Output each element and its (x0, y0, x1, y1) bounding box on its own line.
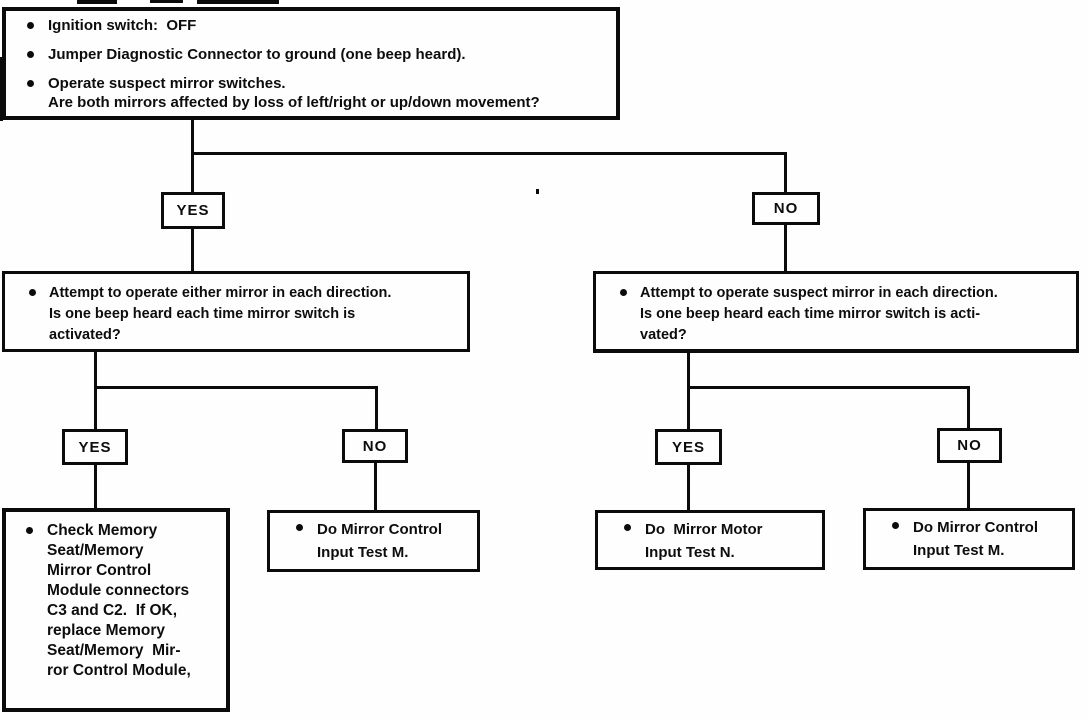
bullet-icon (620, 289, 627, 296)
branch2-left-no-box: NO (342, 429, 408, 463)
scan-artifact (536, 189, 539, 194)
action-line: Input Test M. (317, 544, 409, 561)
branch1-yes-box: YES (161, 192, 225, 229)
action-line: Seat/Memory (47, 542, 144, 559)
branch2-left-yes-box: YES (62, 429, 128, 465)
branch1-no-box: NO (752, 192, 820, 225)
bullet-icon (27, 80, 34, 87)
connector-qleft-down (94, 351, 97, 429)
action-line: Input Test N. (645, 544, 735, 561)
bullet-icon (27, 22, 34, 29)
question-line: Attempt to operate either mirror in each… (49, 285, 392, 301)
bullet-icon (29, 289, 36, 296)
question-line: Is one beep heard each time mirror switc… (49, 306, 356, 322)
action-line: Module connectors (47, 582, 190, 599)
connector-yes2-right-to-action (687, 464, 690, 512)
action-line: Input Test M. (913, 542, 1005, 559)
action-line: Do Mirror Motor (645, 521, 763, 538)
connector-yes1-to-question (191, 228, 194, 272)
action-line: ror Control Module, (47, 662, 191, 679)
action-line: C3 and C2. If OK, (47, 602, 178, 619)
action-line: Seat/Memory Mir- (47, 642, 181, 659)
start-line: Ignition switch: OFF (48, 17, 197, 34)
question-line: Attempt to operate suspect mirror in eac… (640, 285, 998, 301)
action-line: Do Mirror Control (913, 519, 1038, 536)
action-line: Do Mirror Control (317, 521, 442, 538)
action-mirror-motor-test-n-box: Do Mirror Motor Input Test N. (595, 510, 825, 570)
connector-no2-right-to-action (967, 462, 970, 510)
connector-yes2-left-to-action (94, 464, 97, 510)
bullet-icon (26, 527, 33, 534)
scan-artifact (197, 0, 279, 4)
question-line: activated? (49, 327, 121, 343)
scan-artifact (150, 0, 183, 3)
question-line: vated? (640, 327, 687, 343)
action-mirror-control-test-m-right-box: Do Mirror Control Input Test M. (863, 508, 1075, 570)
connector-no2-left-to-action (374, 462, 377, 512)
connector-no1-to-question (784, 224, 787, 272)
bullet-icon (296, 524, 303, 531)
connector-start-down (191, 120, 194, 192)
action-line: Mirror Control (47, 562, 152, 579)
action-mirror-control-test-m-left-box: Do Mirror Control Input Test M. (267, 510, 480, 572)
action-check-module-box: Check Memory Seat/Memory Mirror Control … (2, 508, 230, 712)
bullet-icon (27, 51, 34, 58)
scan-artifact (77, 0, 117, 4)
scan-artifact (0, 57, 3, 121)
start-conditions-box: Ignition switch: OFF Jumper Diagnostic C… (2, 7, 620, 120)
connector-qright-down (687, 352, 690, 429)
connector-branch2-left-horizontal (94, 386, 378, 389)
connector-branch2-right-no-down (967, 386, 970, 428)
bullet-icon (624, 524, 631, 531)
question-right-box: Attempt to operate suspect mirror in eac… (593, 271, 1079, 353)
connector-branch2-right-horizontal (687, 386, 970, 389)
start-line: Jumper Diagnostic Connector to ground (o… (48, 46, 466, 63)
start-line: Are both mirrors affected by loss of lef… (48, 94, 540, 111)
action-line: replace Memory (47, 622, 166, 639)
question-left-box: Attempt to operate either mirror in each… (2, 271, 470, 352)
start-line: Operate suspect mirror switches. (48, 75, 286, 92)
connector-branch1-no-down (784, 152, 787, 192)
branch2-right-yes-box: YES (655, 429, 722, 465)
branch2-right-no-box: NO (937, 428, 1002, 463)
connector-branch1-horizontal (191, 152, 787, 155)
question-line: Is one beep heard each time mirror switc… (640, 306, 981, 322)
action-line: Check Memory (47, 522, 158, 539)
bullet-icon (892, 522, 899, 529)
connector-branch2-left-no-down (375, 386, 378, 429)
